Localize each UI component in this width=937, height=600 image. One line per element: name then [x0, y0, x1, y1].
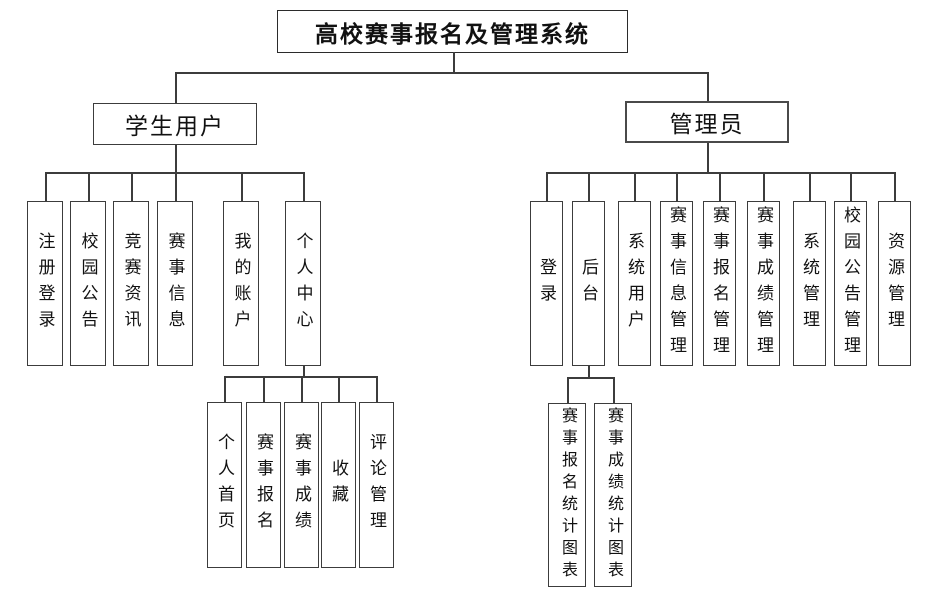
- connector-drop: [613, 377, 615, 403]
- connector-drop: [894, 172, 896, 201]
- node-my-account: 我的账户: [223, 201, 259, 366]
- connector-drop: [676, 172, 678, 201]
- node-personal-home: 个人首页: [207, 402, 242, 568]
- node-favorites: 收藏: [321, 402, 356, 568]
- node-admin: 管理员: [625, 101, 789, 143]
- node-campus-notice: 校园公告: [70, 201, 106, 366]
- node-event-signup-mgmt: 赛事报名管理: [703, 201, 736, 366]
- connector-drop: [301, 376, 303, 402]
- node-competition-news: 竞赛资讯: [113, 201, 149, 366]
- node-personal-center: 个人中心: [285, 201, 321, 366]
- connector-admin-stem: [707, 143, 709, 173]
- node-root-title: 高校赛事报名及管理系统: [277, 10, 628, 53]
- node-resource-mgmt: 资源管理: [878, 201, 911, 366]
- node-signup-stats-chart: 赛事报名统计图表: [548, 403, 586, 587]
- connector-student-stem: [175, 145, 177, 173]
- node-comment-management: 评论管理: [359, 402, 394, 568]
- connector-drop: [850, 172, 852, 201]
- connector-personal-center-rail: [224, 376, 377, 378]
- node-login: 登录: [530, 201, 563, 366]
- connector-drop: [131, 172, 133, 201]
- connector-drop: [763, 172, 765, 201]
- connector-drop: [376, 376, 378, 402]
- connector-drop-student: [175, 72, 177, 103]
- connector-drop: [809, 172, 811, 201]
- node-campus-notice-mgmt: 校园公告管理: [834, 201, 867, 366]
- connector-drop: [241, 172, 243, 201]
- node-system-mgmt: 系统管理: [793, 201, 826, 366]
- connector-drop: [88, 172, 90, 201]
- node-system-user: 系统用户: [618, 201, 651, 366]
- connector-drop: [45, 172, 47, 201]
- node-backend: 后台: [572, 201, 605, 366]
- connector-admin-rail: [546, 172, 895, 174]
- connector-root-rail: [175, 72, 708, 74]
- node-register-login: 注册登录: [27, 201, 63, 366]
- connector-drop: [263, 376, 265, 402]
- connector-personal-center-stem: [303, 366, 305, 377]
- connector-drop: [634, 172, 636, 201]
- connector-backend-rail: [567, 377, 614, 379]
- node-student-user: 学生用户: [93, 103, 257, 145]
- node-score-stats-chart: 赛事成绩统计图表: [594, 403, 632, 587]
- node-event-signup: 赛事报名: [246, 402, 281, 568]
- connector-root-stem: [453, 52, 455, 73]
- connector-drop: [719, 172, 721, 201]
- node-event-score-mgmt: 赛事成绩管理: [747, 201, 780, 366]
- connector-student-rail: [45, 172, 304, 174]
- connector-drop: [588, 172, 590, 201]
- connector-drop: [224, 376, 226, 402]
- connector-drop: [303, 172, 305, 201]
- node-event-score: 赛事成绩: [284, 402, 319, 568]
- connector-backend-stem: [588, 366, 590, 378]
- connector-drop-admin: [707, 72, 709, 101]
- connector-drop: [175, 172, 177, 201]
- node-event-info: 赛事信息: [157, 201, 193, 366]
- connector-drop: [338, 376, 340, 402]
- connector-drop: [567, 377, 569, 403]
- connector-drop: [546, 172, 548, 201]
- node-event-info-mgmt: 赛事信息管理: [660, 201, 693, 366]
